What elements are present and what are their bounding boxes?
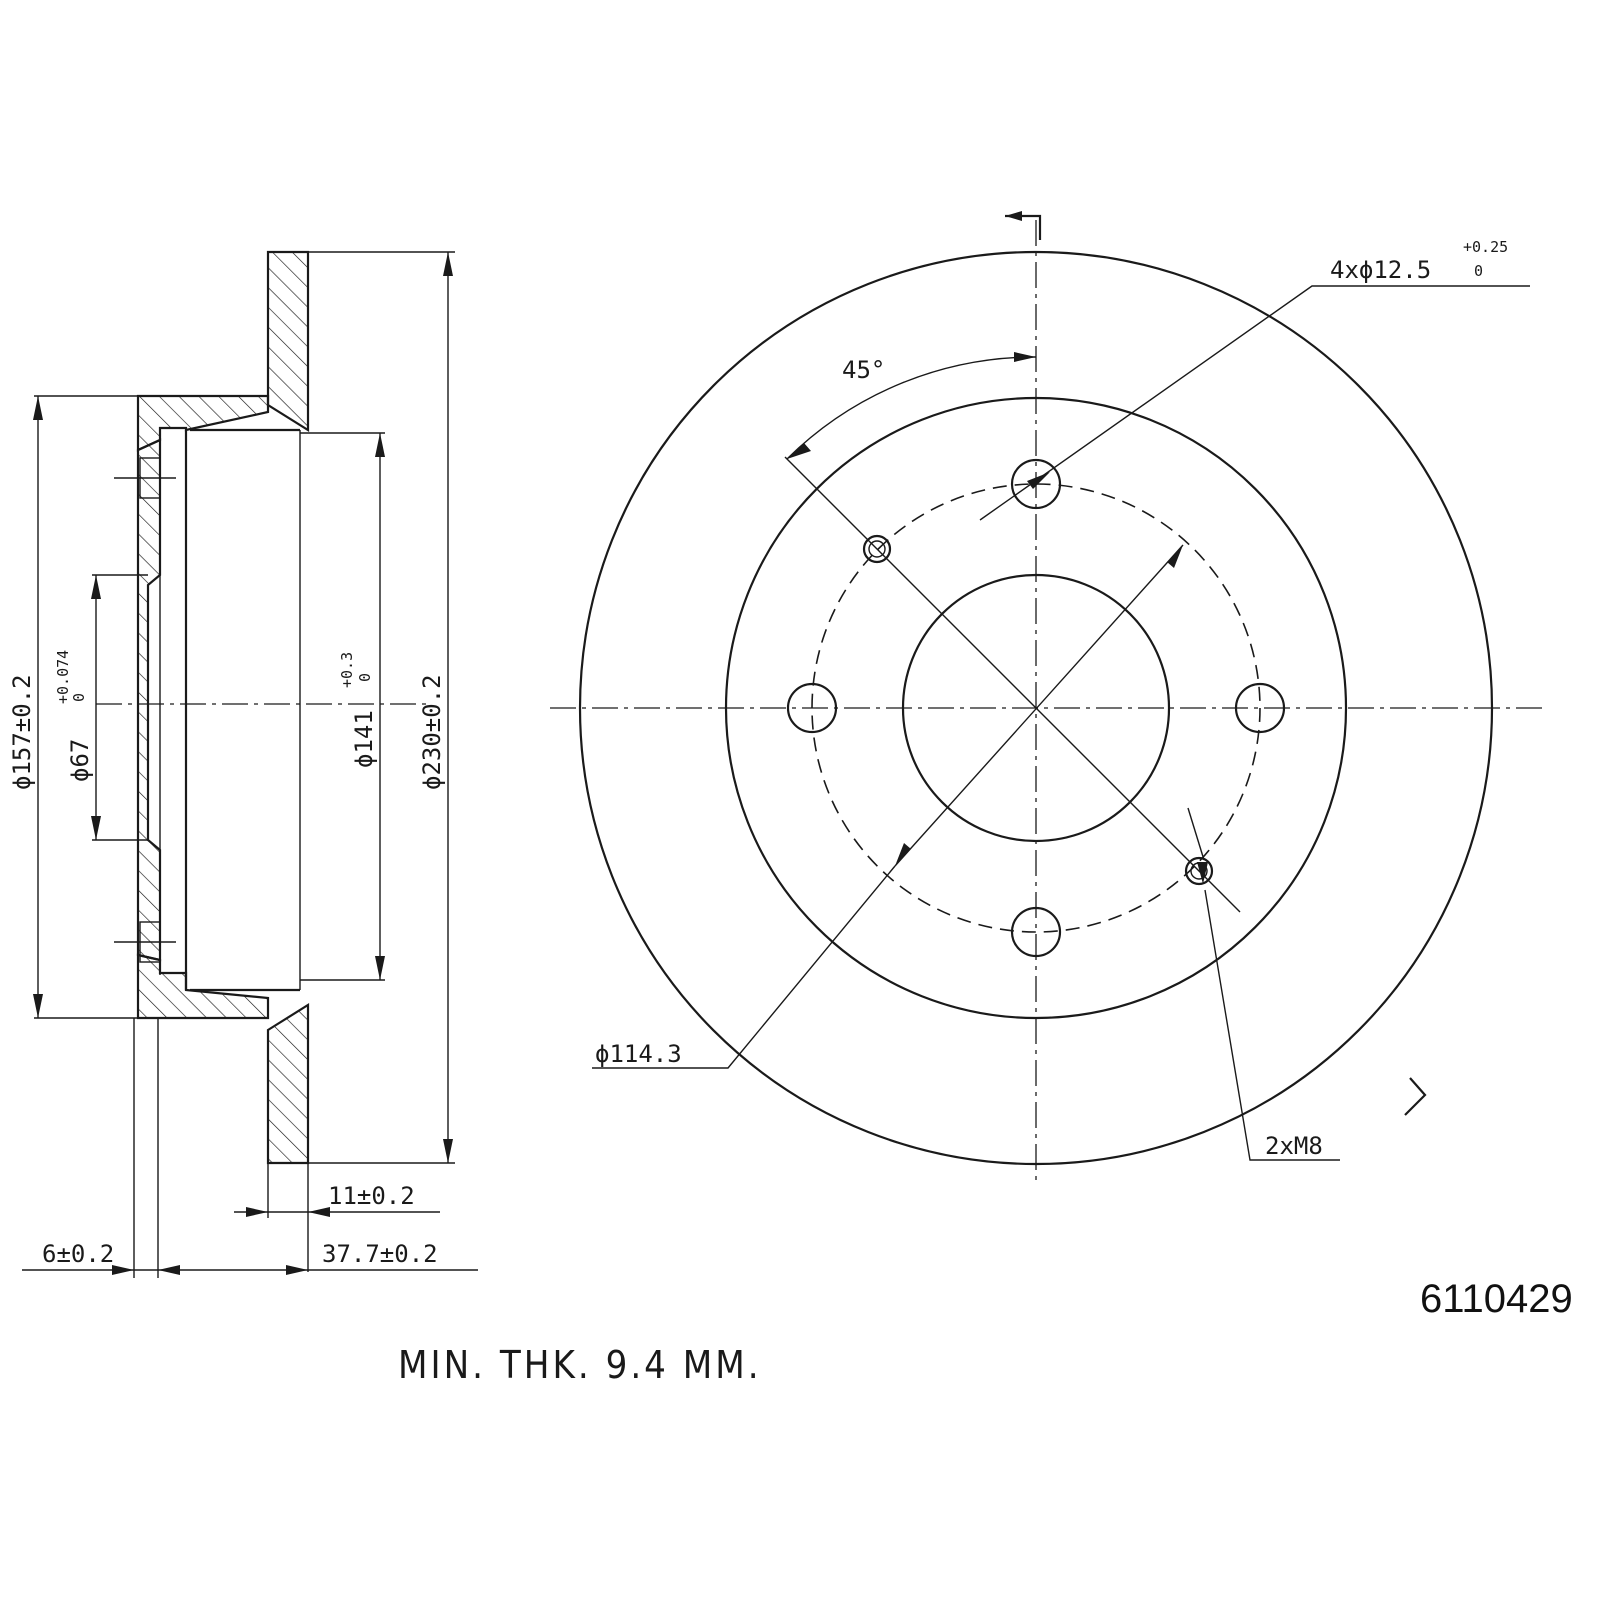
total-height-label: 37.7±0.2 [322,1240,438,1268]
thread-label: 2xM8 [1265,1132,1323,1160]
hat-diameter-label: ϕ141 [350,710,378,768]
front-view: 45° 4xϕ12.5 +0.25 0 ϕ114.3 2xM8 [550,211,1545,1185]
section-view: ϕ157±0.2 ϕ67 +0.074 0 ϕ141 +0.3 0 ϕ230±0… [8,250,478,1278]
thread-hole-lower-right [1184,856,1214,886]
thread-hole-upper-left [862,534,892,564]
bore-tol-lower: 0 [70,693,88,702]
flange-section [136,438,162,962]
pcd-label: ϕ114.3 [595,1040,682,1068]
min-thickness-note: MIN. THK. 9.4 MM. [398,1343,762,1387]
angle-label: 45° [842,356,885,384]
hat-thickness-label: 6±0.2 [42,1240,114,1268]
bore-tol-upper: +0.074 [54,650,72,704]
bolt-hole-tol-upper: +0.25 [1463,238,1508,256]
pcd-circle [811,483,1261,933]
hat-bottom-section [136,953,270,1020]
hat-tol-upper: +0.3 [338,652,356,688]
hat-tol-lower: 0 [356,673,374,682]
friction-ring-top-section [266,250,310,432]
bolt-hole-tol-lower: 0 [1474,262,1483,280]
friction-ring-bottom-section [266,1003,310,1165]
part-number: 6110429 [1420,1277,1573,1321]
flange-diameter-label: ϕ157±0.2 [8,674,36,790]
bore-diameter-label: ϕ67 [66,739,94,782]
bolt-hole-label: 4xϕ12.5 [1330,256,1431,284]
disc-thickness-label: 11±0.2 [328,1182,415,1210]
outer-diameter-label: ϕ230±0.2 [418,674,446,790]
